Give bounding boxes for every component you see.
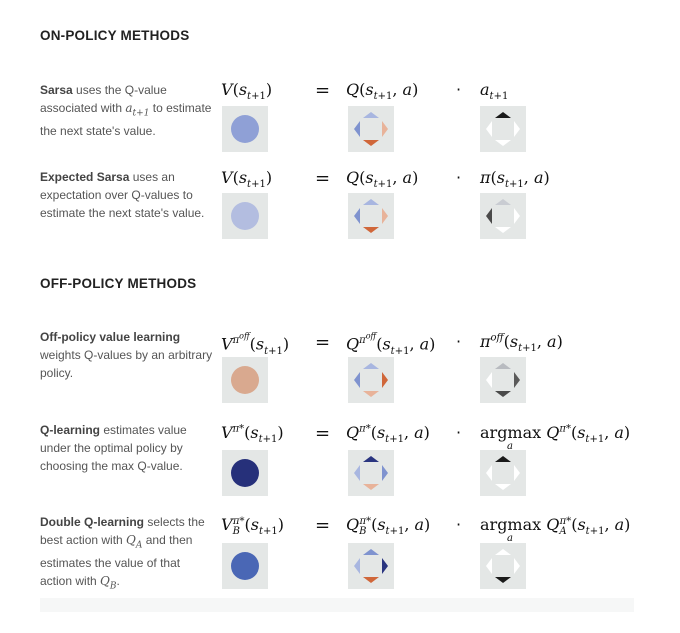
policy-tile	[480, 450, 526, 496]
value-circle	[231, 552, 259, 580]
equation-mid: Qπ*(st+1, a)	[346, 423, 430, 446]
dot-operator: ·	[456, 515, 462, 534]
q-value-arrows	[354, 456, 388, 490]
policy-arrows	[486, 199, 520, 233]
policy-arrows	[486, 112, 520, 146]
equals-sign: =	[315, 515, 331, 536]
value-tile	[222, 450, 268, 496]
q-learning-description: Q-learning estimates value under the opt…	[40, 423, 187, 473]
method-name: Expected Sarsa	[40, 170, 130, 184]
q-value-arrows	[354, 549, 388, 583]
value-tile	[222, 357, 268, 403]
value-circle	[231, 366, 259, 394]
policy-arrows	[486, 549, 520, 583]
dot-operator: ·	[456, 168, 462, 187]
equation-mid: Q(st+1, a)	[346, 168, 419, 191]
expected-sarsa-description: Expected Sarsa uses an expectation over …	[40, 170, 205, 220]
dot-operator: ·	[456, 80, 462, 99]
method-name: Sarsa	[40, 83, 73, 97]
equation-mid: QBπ*(st+1, a)	[346, 515, 431, 538]
dot-operator: ·	[456, 332, 462, 351]
equation-lhs: Vπoff(st+1)	[221, 332, 290, 357]
q-value-tile	[348, 106, 394, 152]
policy-arrows	[486, 363, 520, 397]
section-title-on-policy: ON-POLICY METHODS	[40, 28, 190, 43]
equation-mid: Q(st+1, a)	[346, 80, 419, 103]
q-value-tile	[348, 357, 394, 403]
value-circle	[231, 115, 259, 143]
equation-rhs: π(st+1, a)	[480, 168, 550, 191]
method-name: Off-policy value learning	[40, 330, 181, 344]
argmax-subscript: a	[507, 441, 513, 452]
footer-divider	[40, 598, 634, 612]
equation-lhs: Vπ*(st+1)	[221, 423, 284, 446]
q-value-arrows	[354, 199, 388, 233]
equation-rhs: at+1	[480, 80, 509, 103]
double-q-learning-description: Double Q-learning selects the best actio…	[40, 515, 205, 592]
q-value-arrows	[354, 363, 388, 397]
method-name: Double Q-learning	[40, 515, 145, 529]
equation-lhs: V(st+1)	[221, 168, 273, 191]
q-value-arrows	[354, 112, 388, 146]
equals-sign: =	[315, 423, 331, 444]
q-value-tile	[348, 450, 394, 496]
value-tile	[222, 106, 268, 152]
q-value-tile	[348, 543, 394, 589]
policy-tile	[480, 106, 526, 152]
equals-sign: =	[315, 80, 331, 101]
policy-tile	[480, 357, 526, 403]
value-tile	[222, 193, 268, 239]
equation-rhs: argmax Qπ*(st+1, a)	[480, 423, 631, 446]
off-policy-description: Off-policy value learning weights Q-valu…	[40, 330, 213, 380]
equation-rhs: argmax QAπ*(st+1, a)	[480, 515, 631, 538]
value-tile	[222, 543, 268, 589]
value-circle	[231, 202, 259, 230]
policy-tile	[480, 543, 526, 589]
policy-arrows	[486, 456, 520, 490]
value-circle	[231, 459, 259, 487]
section-title-off-policy: OFF-POLICY METHODS	[40, 276, 197, 291]
method-name: Q-learning	[40, 423, 101, 437]
equation-lhs: VBπ*(st+1)	[221, 515, 284, 538]
argmax-subscript: a	[507, 533, 513, 544]
equals-sign: =	[315, 168, 331, 189]
equation-rhs: πoff(st+1, a)	[480, 332, 563, 355]
sarsa-description: Sarsa uses the Q-value associated with a…	[40, 83, 212, 139]
equation-mid: Qπoff(st+1, a)	[346, 332, 436, 357]
dot-operator: ·	[456, 423, 462, 442]
q-value-tile	[348, 193, 394, 239]
equation-lhs: V(st+1)	[221, 80, 273, 103]
policy-tile	[480, 193, 526, 239]
equals-sign: =	[315, 332, 331, 353]
